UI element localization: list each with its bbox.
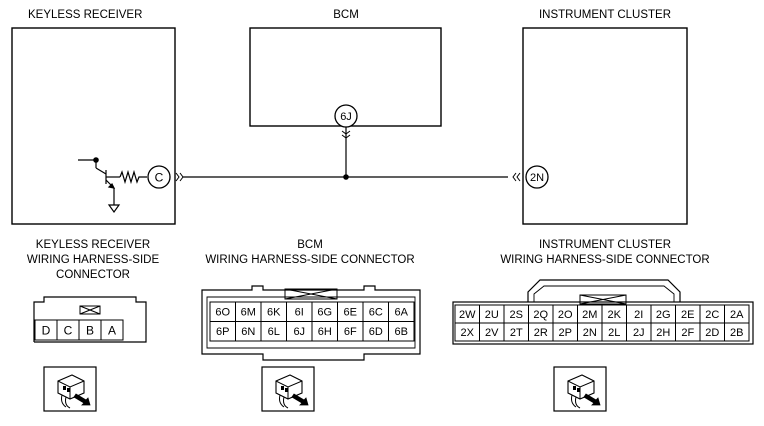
pin-label: 2L	[608, 327, 620, 339]
instrument-cluster-connector	[452, 279, 754, 345]
pin-label: 2A	[730, 309, 744, 321]
pin-label: 6K	[267, 307, 281, 319]
pin-label: 2F	[681, 327, 694, 339]
pin-label: 2K	[608, 309, 622, 321]
keyless-receiver-connector-title-line1: KEYLESS RECEIVER	[35, 239, 151, 251]
pin-label: B	[86, 323, 94, 337]
pin-label: 6P	[216, 326, 229, 338]
bcm-terminal-circle	[334, 104, 358, 128]
pin-cell	[724, 322, 750, 342]
pin-label: 2U	[485, 309, 499, 321]
pin-label: 2B	[730, 327, 743, 339]
instrument-cluster-box	[522, 27, 688, 225]
pin-label: 6I	[295, 307, 304, 319]
pin-label: 2W	[459, 309, 476, 321]
keyless-receiver-box	[11, 27, 176, 225]
bcm-connector	[201, 285, 421, 361]
resistor-icon	[119, 169, 147, 185]
ground-icon	[107, 204, 121, 214]
pin-cell	[388, 321, 415, 342]
pin-label: A	[108, 323, 116, 337]
bcm-connector-chevrons	[341, 130, 351, 139]
pin-label: 2I	[634, 309, 643, 321]
pin-label: 2E	[681, 309, 694, 321]
pin-label: 6E	[344, 307, 357, 319]
pin-label: 6A	[395, 307, 409, 319]
keyless-receiver-connector-title-line3: CONNECTOR	[56, 269, 130, 281]
bcm-terminal-label: 6J	[340, 111, 352, 123]
pin-label: 2P	[559, 327, 572, 339]
transistor-symbol-icon	[78, 157, 120, 205]
pin-label: 6B	[395, 326, 408, 338]
cluster-connector-title-line1: INSTRUMENT CLUSTER	[538, 239, 672, 251]
connector-probe-icon	[261, 366, 315, 412]
pin-label: 6G	[317, 307, 332, 319]
cluster-terminal-label: 2N	[530, 172, 544, 184]
cluster-connector-title-line2: WIRING HARNESS-SIDE CONNECTOR	[500, 254, 710, 266]
connector-probe-icon	[43, 366, 97, 412]
pin-label: 2M	[582, 309, 597, 321]
pin-label: 6C	[369, 307, 383, 319]
bcm-connector-title-line2: WIRING HARNESS-SIDE CONNECTOR	[205, 254, 415, 266]
keyless-receiver-connector-title-line2: WIRING HARNESS-SIDE	[26, 254, 160, 266]
pin-label: 6F	[344, 326, 357, 338]
keyless-receiver-connector	[33, 296, 147, 343]
bcm-connector-title-line1: BCM	[297, 239, 323, 251]
keyless-receiver-title: KEYLESS RECEIVER	[28, 9, 143, 21]
pin-label: 6L	[268, 326, 280, 338]
pin-label: 2H	[656, 327, 670, 339]
receiver-connector-chevrons	[175, 172, 184, 182]
pin-label: 6J	[293, 326, 305, 338]
receiver-terminal-label: C	[155, 171, 164, 185]
pin-label: 2C	[705, 309, 719, 321]
pin-label: 2T	[510, 327, 523, 339]
pin-cell	[100, 319, 124, 341]
pin-label: 2V	[485, 327, 499, 339]
pin-label: C	[64, 323, 73, 337]
cluster-terminal-circle	[525, 165, 549, 189]
cluster-connector-chevrons	[512, 172, 521, 182]
bcm-title: BCM	[333, 9, 359, 21]
pin-label: D	[42, 323, 51, 337]
pin-label: 6M	[241, 307, 256, 319]
pin-label: 2O	[558, 309, 573, 321]
instrument-cluster-title: INSTRUMENT CLUSTER	[538, 9, 672, 21]
receiver-terminal-circle	[147, 165, 171, 189]
pin-label: 2N	[583, 327, 597, 339]
pin-label: 6H	[318, 326, 332, 338]
pin-label: 2D	[705, 327, 719, 339]
pin-label: 6D	[369, 326, 383, 338]
pin-label: 2X	[461, 327, 475, 339]
pin-label: 2R	[534, 327, 548, 339]
instrument-cluster-pins: 2W 2U 2S 2Q 2O 2M 2K 2I 2G 2E 2C 2A 2X 2V 2T 2R 2P 2N 2L 2J…	[454, 304, 750, 342]
connector-probe-icon	[553, 366, 607, 412]
pin-label: 6N	[241, 326, 255, 338]
bcm-pins: 6O 6M 6K 6I 6G 6E 6C 6A 6P 6N 6L 6J 6H 6F 6D 6B	[209, 301, 415, 342]
pin-label: 2J	[633, 327, 645, 339]
pin-label: 6O	[215, 307, 230, 319]
pin-label: 2G	[656, 309, 671, 321]
pin-label: 2S	[510, 309, 523, 321]
pin-label: 2Q	[533, 309, 548, 321]
